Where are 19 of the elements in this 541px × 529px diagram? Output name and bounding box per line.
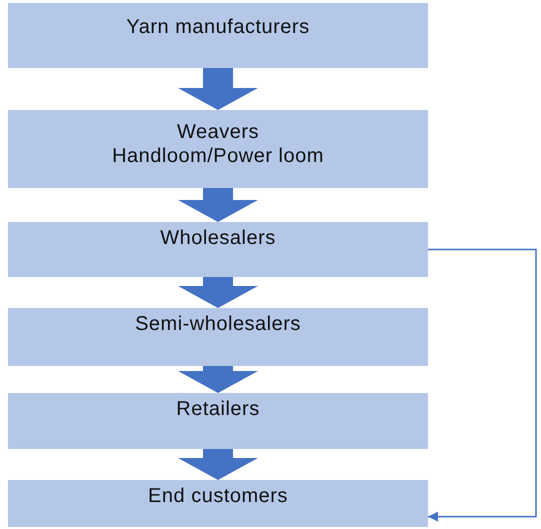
- process-box: [8, 393, 428, 449]
- arrow: [178, 188, 258, 222]
- arrow: [428, 248, 537, 522]
- process-box: [8, 480, 428, 527]
- arrow: [178, 366, 258, 393]
- process-box: [8, 3, 428, 68]
- box-label: Wholesalers: [159, 226, 277, 250]
- box-label: Semi-wholesalers: [134, 312, 302, 336]
- box-label: End customers: [147, 484, 289, 508]
- box-label: Yarn manufacturers: [125, 15, 311, 39]
- process-box: [8, 222, 428, 277]
- process-box: [8, 308, 428, 366]
- box-label: Retailers: [175, 397, 261, 421]
- process-box: [8, 110, 428, 188]
- arrow: [178, 277, 258, 308]
- arrow: [178, 68, 258, 110]
- box-label: Weavers: [176, 120, 260, 144]
- box-label: Handloom/Power loom: [111, 144, 325, 168]
- arrow: [178, 449, 258, 480]
